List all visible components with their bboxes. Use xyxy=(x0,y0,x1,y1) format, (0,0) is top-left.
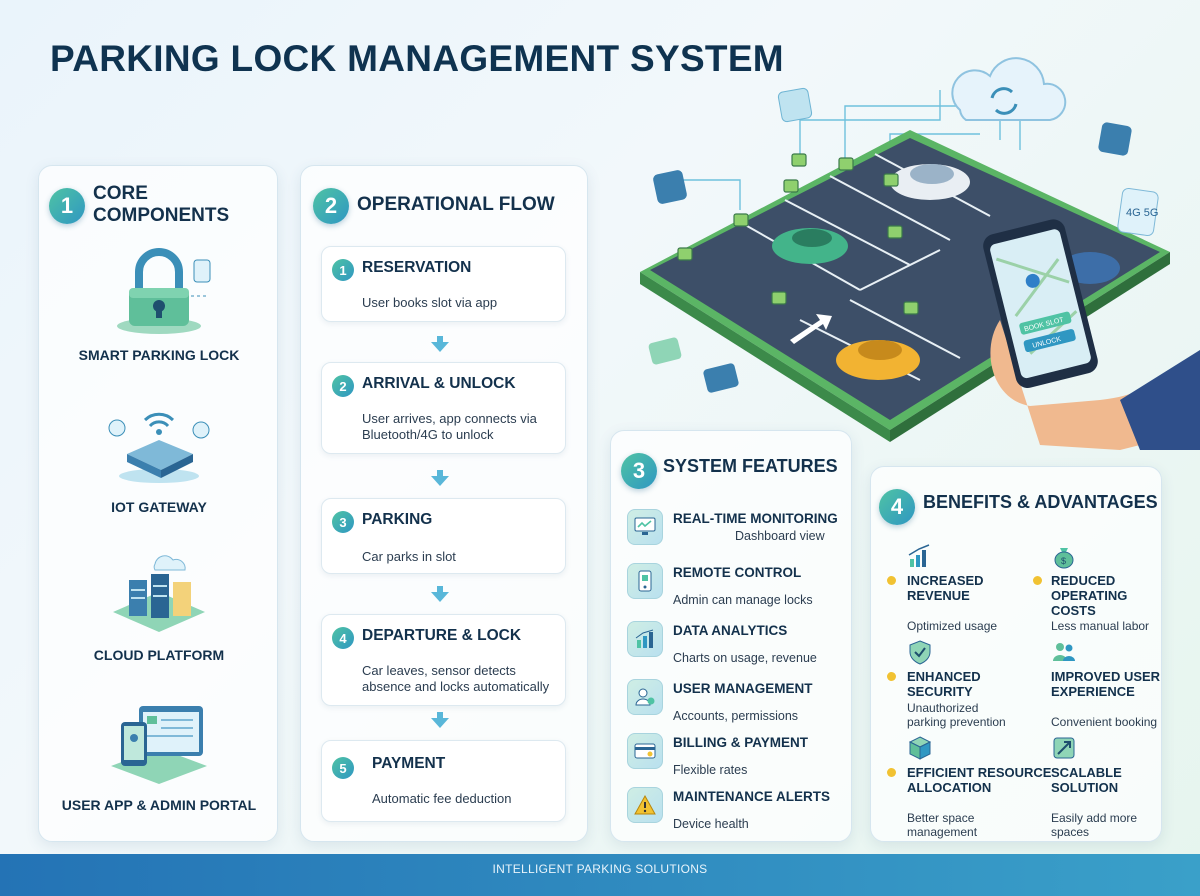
section-number-3: 3 xyxy=(621,453,657,489)
component-label: USER APP & ADMIN PORTAL xyxy=(61,797,257,813)
footer-banner: INTELLIGENT PARKING SOLUTIONS xyxy=(0,854,1200,896)
step-number: 5 xyxy=(332,757,354,779)
feature-title: BILLING & PAYMENT xyxy=(673,735,809,750)
flow-step-payment: 5 PAYMENT Automatic fee deduction xyxy=(321,740,566,822)
operational-flow-title: OPERATIONAL FLOW xyxy=(357,194,555,215)
cloud-sync-icon xyxy=(951,57,1067,121)
benefits-panel: 4 BENEFITS & ADVANTAGES INCREASED REVENU… xyxy=(870,466,1162,842)
flow-step-reservation: 1 RESERVATION User books slot via app xyxy=(321,246,566,322)
server-cloud-icon xyxy=(113,555,205,632)
car-white xyxy=(890,164,970,200)
component-cloud-platform: CLOUD PLATFORM xyxy=(39,546,279,663)
component-label: SMART PARKING LOCK xyxy=(78,347,240,363)
phone-icon: BOOK SLOT UNLOCK xyxy=(983,219,1098,388)
step-description: Automatic fee deduction xyxy=(372,791,512,806)
system-features-title: SYSTEM FEATURES xyxy=(663,456,838,476)
car-yellow xyxy=(836,340,920,380)
parking-lot-illustration: 4G 5G BOOK SLOT UNLOCK xyxy=(640,57,1200,450)
benefit-title: ENHANCED SECURITY xyxy=(907,669,981,699)
component-iot-gateway: IOT GATEWAY xyxy=(39,398,279,515)
feature-description: Charts on usage, revenue xyxy=(673,651,817,665)
step-description: User books slot via app xyxy=(362,295,498,310)
component-user-app: USER APP & ADMIN PORTAL xyxy=(39,696,279,813)
feature-description: Flexible rates xyxy=(673,763,748,777)
benefit-description: Less manual labor xyxy=(1051,619,1150,633)
flow-arrow-stem xyxy=(437,470,443,476)
feature-title: MAINTENANCE ALERTS xyxy=(673,789,830,804)
feature-description: Device health xyxy=(673,817,749,831)
network-signal-label: 4G 5G xyxy=(1126,207,1158,219)
credit-card-icon xyxy=(627,733,663,769)
core-components-panel: 1 CORE COMPONENTS SMART PARKING LOCK IOT xyxy=(38,165,278,842)
component-label: IOT GATEWAY xyxy=(111,499,207,515)
feature-description: Accounts, permissions xyxy=(673,709,799,723)
step-description: Car parks in slot xyxy=(362,549,456,564)
users-icon xyxy=(1053,643,1075,661)
benefit-title: EFFICIENT RESOURCE ALLOCATION xyxy=(907,765,1052,795)
warning-icon xyxy=(627,787,663,823)
flow-arrow-icon xyxy=(431,476,449,486)
flow-arrow-stem xyxy=(437,336,443,342)
benefit-description: Better space management xyxy=(907,811,978,839)
flow-arrow-stem xyxy=(437,586,443,592)
feature-title: REMOTE CONTROL xyxy=(673,565,802,580)
padlock-icon xyxy=(117,248,211,334)
step-number: 1 xyxy=(332,259,354,281)
flow-step-parking: 3 PARKING Car parks in slot xyxy=(321,498,566,574)
component-smart-lock: SMART PARKING LOCK xyxy=(39,246,279,363)
section-number-2: 2 xyxy=(313,188,349,224)
feature-description: Admin can manage locks xyxy=(673,593,813,607)
benefits-title: BENEFITS & ADVANTAGES xyxy=(923,492,1158,512)
monitor-chart-icon xyxy=(627,509,663,545)
router-icon xyxy=(108,412,210,483)
benefit-title: SCALABLE SOLUTION xyxy=(1051,765,1122,795)
expand-icon xyxy=(1053,737,1075,759)
system-features-panel: 3 SYSTEM FEATURES REAL-TIME MONITORING D… xyxy=(610,430,852,842)
flow-arrow-icon xyxy=(431,592,449,602)
benefit-title: IMPROVED USER EXPERIENCE xyxy=(1051,669,1161,699)
money-bag-icon: $ xyxy=(1054,548,1074,569)
step-title: DEPARTURE & LOCK xyxy=(362,627,522,644)
phone-portal-icon xyxy=(111,706,207,784)
benefit-description: Unauthorized parking prevention xyxy=(907,701,1006,729)
car-green xyxy=(772,228,848,264)
bar-chart-icon xyxy=(627,621,663,657)
benefit-description: Optimized usage xyxy=(907,619,998,633)
cube-icon xyxy=(908,736,932,760)
step-description: Car leaves, sensor detects absence and l… xyxy=(362,663,550,694)
remote-phone-icon xyxy=(627,563,663,599)
flow-step-arrival-unlock: 2 ARRIVAL & UNLOCK User arrives, app con… xyxy=(321,362,566,454)
feature-title: REAL-TIME MONITORING xyxy=(673,511,838,526)
svg-text:$: $ xyxy=(1061,556,1066,566)
benefit-title: REDUCED OPERATING COSTS xyxy=(1051,573,1128,618)
feature-title: USER MANAGEMENT xyxy=(673,681,813,696)
core-components-title: CORE COMPONENTS xyxy=(93,183,230,226)
section-number-1: 1 xyxy=(49,188,85,224)
step-description: User arrives, app connects via Bluetooth… xyxy=(362,411,537,442)
step-number: 4 xyxy=(332,627,354,649)
shield-check-icon xyxy=(909,640,931,665)
user-gear-icon xyxy=(627,679,663,715)
step-title: PAYMENT xyxy=(372,755,446,772)
component-label: CLOUD PLATFORM xyxy=(93,647,225,663)
feature-title: DATA ANALYTICS xyxy=(673,623,788,638)
feature-description: Dashboard view xyxy=(735,529,825,543)
benefit-description: Easily add more spaces xyxy=(1051,811,1138,839)
step-title: ARRIVAL & UNLOCK xyxy=(362,375,516,392)
step-number: 3 xyxy=(332,511,354,533)
flow-arrow-icon xyxy=(431,718,449,728)
flow-arrow-stem xyxy=(437,712,443,718)
section-number-4: 4 xyxy=(879,489,915,525)
benefit-description: Convenient booking xyxy=(1051,715,1158,729)
operational-flow-panel: 2 OPERATIONAL FLOW 1 RESERVATION User bo… xyxy=(300,165,588,842)
page-title: PARKING LOCK MANAGEMENT SYSTEM xyxy=(50,38,784,79)
step-title: PARKING xyxy=(362,511,433,528)
flow-step-departure-lock: 4 DEPARTURE & LOCK Car leaves, sensor de… xyxy=(321,614,566,706)
flow-arrow-icon xyxy=(431,342,449,352)
step-title: RESERVATION xyxy=(362,259,472,276)
step-number: 2 xyxy=(332,375,354,397)
growth-chart-icon xyxy=(908,544,930,567)
benefit-title: INCREASED REVENUE xyxy=(907,573,984,603)
